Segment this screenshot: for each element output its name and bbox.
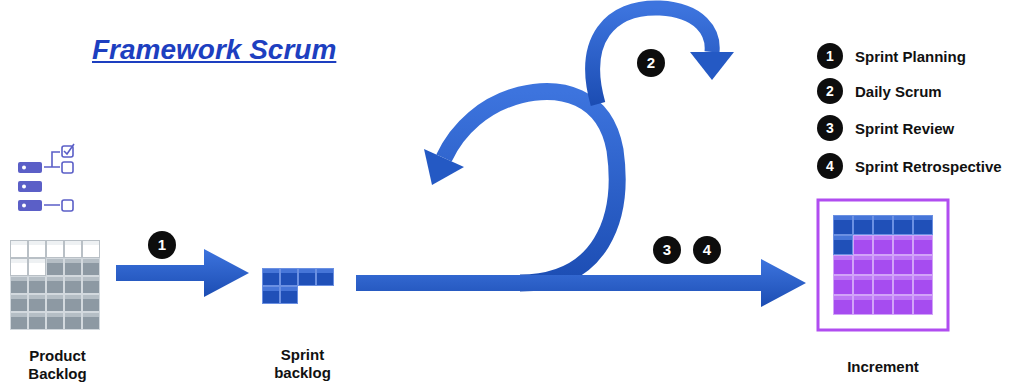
- checkbox: [62, 200, 73, 211]
- flow-arrow: [356, 259, 806, 307]
- diagram-title: Framework Scrum: [92, 34, 336, 66]
- list-dot: [22, 204, 26, 208]
- legend-entry: 2 Daily Scrum: [817, 77, 942, 105]
- cube-row: [262, 286, 298, 304]
- callout-number: 3: [826, 120, 834, 136]
- flow-arrow: [116, 249, 249, 297]
- loop-curve: [444, 92, 617, 283]
- cube-row: [10, 276, 100, 330]
- legend-label: Daily Scrum: [855, 83, 942, 100]
- artifact-label: Sprint backlog: [265, 346, 341, 382]
- cube-row: [262, 268, 334, 286]
- callout-number: 3: [653, 236, 681, 264]
- legend-number-badge: 4: [817, 153, 843, 179]
- legend-label: Sprint Planning: [855, 48, 966, 65]
- scrum-artifact: Sprint backlog: [255, 262, 350, 382]
- checkbox: [62, 162, 73, 173]
- loop-arrowhead: [424, 149, 464, 185]
- list-item: [18, 181, 42, 192]
- cube-row: [10, 240, 100, 258]
- callout-number: 4: [826, 158, 834, 174]
- callout-number: 1: [148, 231, 176, 259]
- list-lines: [44, 152, 60, 205]
- callout-number: 2: [637, 49, 665, 77]
- cube-row: [853, 235, 933, 255]
- sprint-loop: [424, 8, 734, 283]
- artifact-label: Increment: [818, 358, 948, 376]
- legend-entry: 1 Sprint Planning: [817, 42, 966, 70]
- increment-frame: [818, 200, 948, 330]
- list-item: [18, 162, 42, 173]
- list-dot: [22, 185, 26, 189]
- cube-row: [833, 255, 933, 315]
- legend-label: Sprint Retrospective: [855, 158, 1002, 175]
- scrum-artifact: Product Backlog: [5, 140, 110, 383]
- legend-entry: 4 Sprint Retrospective: [817, 152, 1002, 180]
- cube-row: [833, 235, 853, 255]
- callout-number: 4: [693, 236, 721, 264]
- backlog-icon: [18, 144, 74, 211]
- sprint-cubes: [262, 268, 334, 304]
- legend-number-badge: 2: [817, 78, 843, 104]
- list-item: [18, 200, 42, 211]
- checkmark: [64, 144, 74, 154]
- list-dot: [22, 166, 26, 170]
- artifact-label: Product Backlog: [16, 347, 100, 383]
- loop-arrowhead: [690, 52, 734, 80]
- scrum-artifact: Increment: [812, 196, 954, 376]
- legend-number-badge: 1: [817, 43, 843, 69]
- cube-row: [10, 258, 46, 276]
- legend-label: Sprint Review: [855, 120, 954, 137]
- backlog-cubes: [10, 240, 100, 330]
- increment-cubes: [818, 200, 948, 330]
- callout-number: 2: [826, 83, 834, 99]
- cube-row: [833, 215, 933, 235]
- legend-number-badge: 3: [817, 115, 843, 141]
- cube-row: [46, 258, 100, 276]
- legend-entry: 3 Sprint Review: [817, 114, 954, 142]
- callout-number: 1: [826, 48, 834, 64]
